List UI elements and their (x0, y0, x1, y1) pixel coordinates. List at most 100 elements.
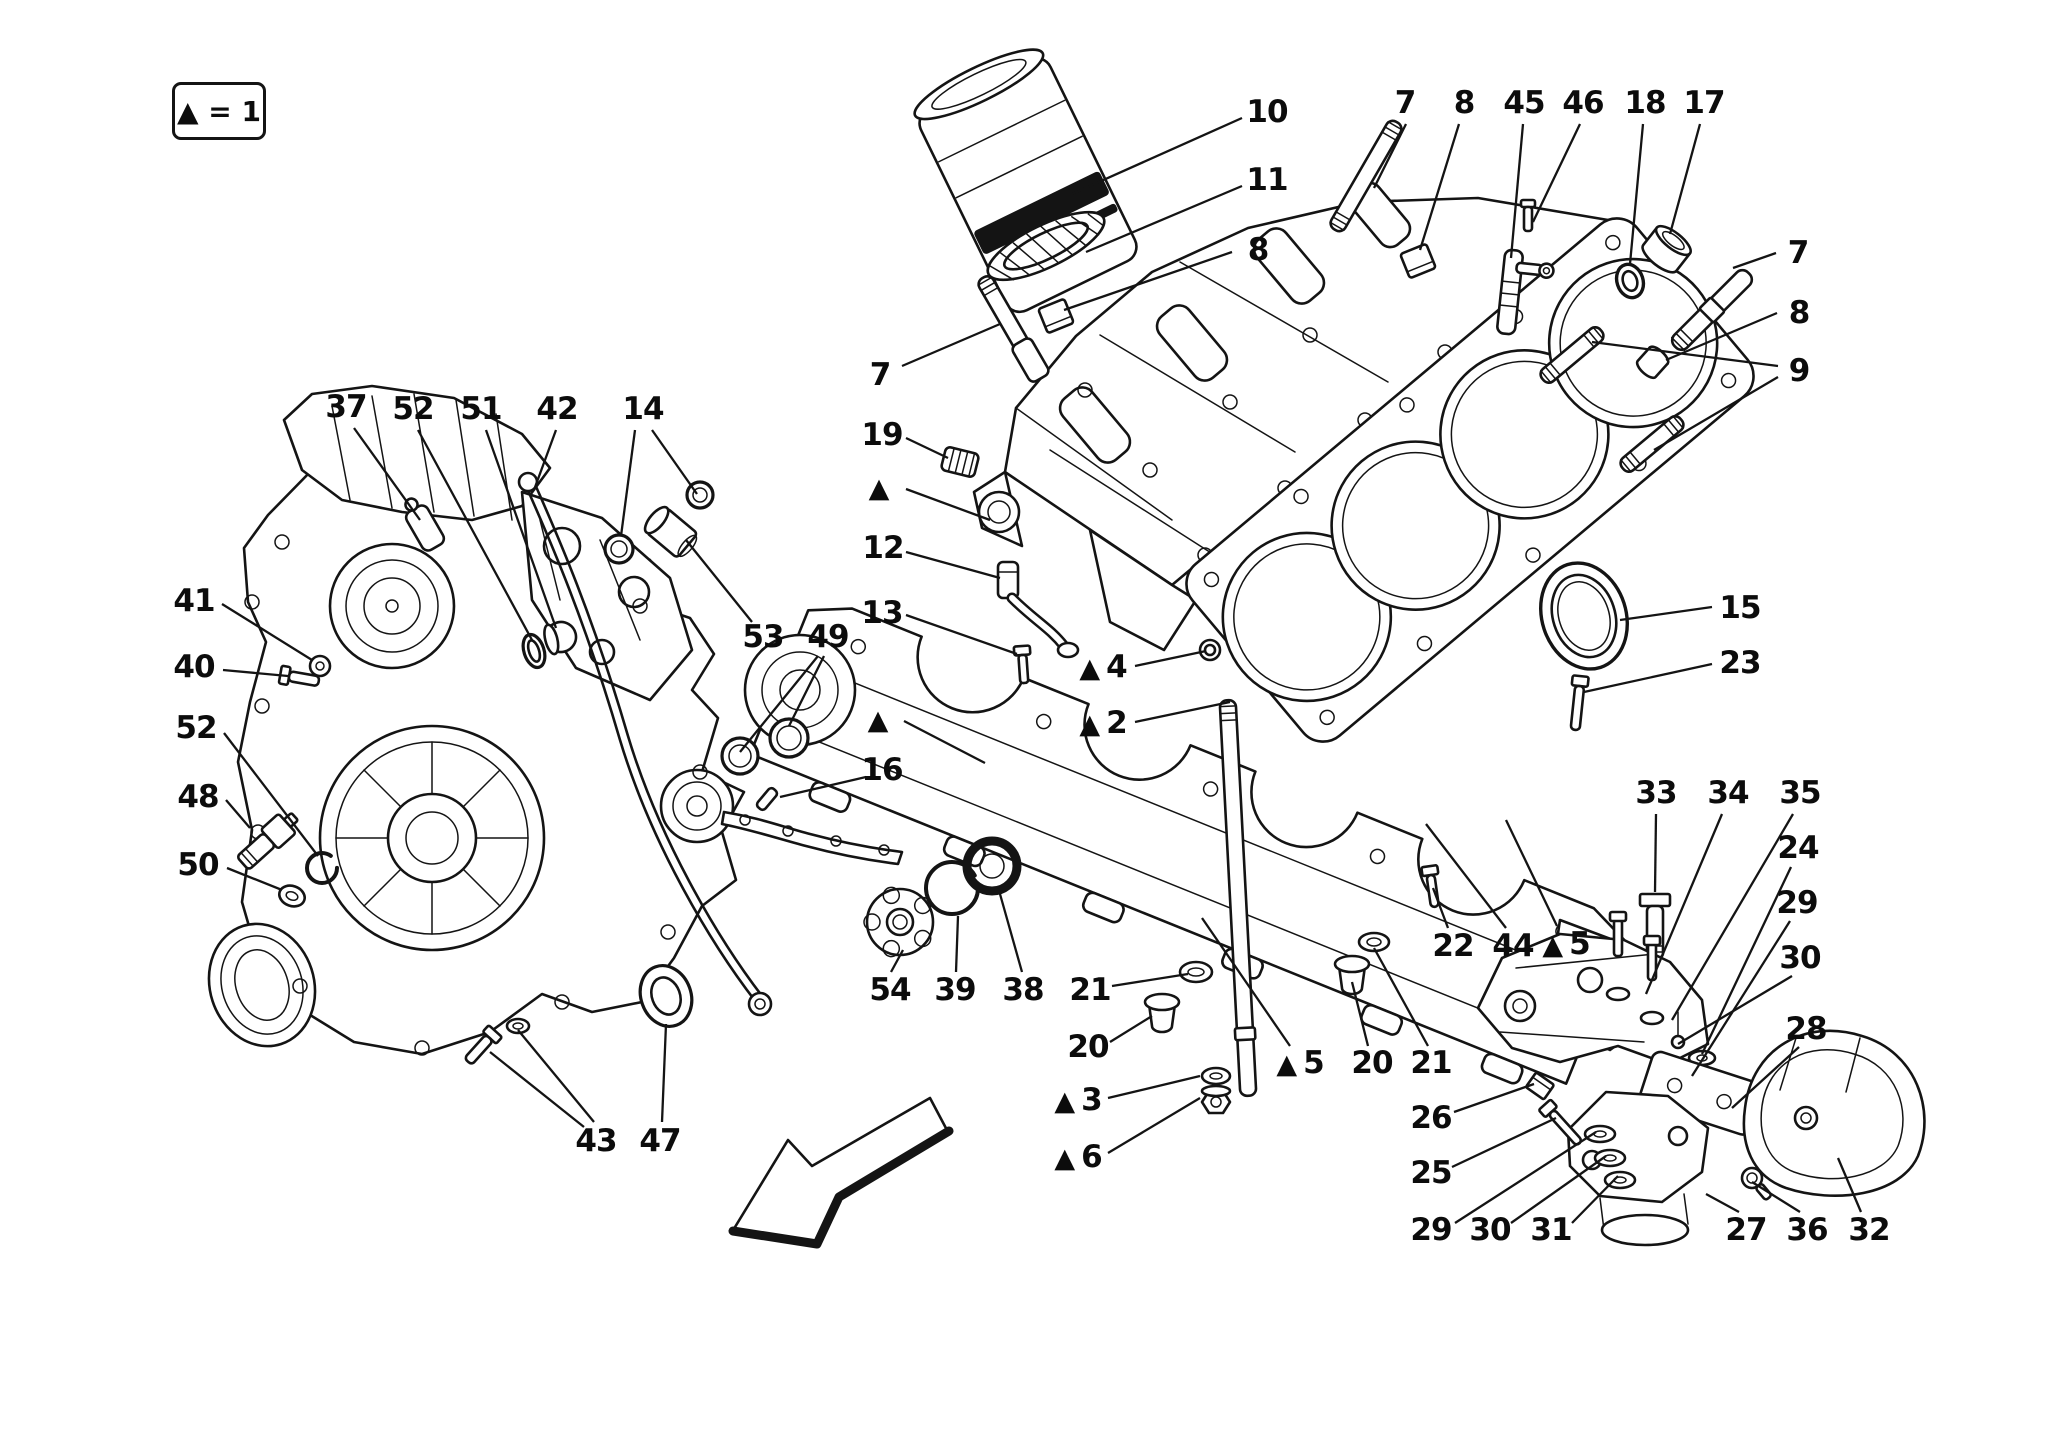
solenoid-37-drawing (404, 497, 446, 552)
leader-line-67 (1751, 1181, 1801, 1213)
leader-line-11 (1665, 311, 1778, 362)
legend-text: ▲ = 1 (177, 94, 261, 128)
bolt-46-drawing (1519, 198, 1537, 233)
leader-line-68 (1836, 1157, 1863, 1213)
leader-line-51 (1504, 819, 1559, 927)
oring-41-drawing (308, 654, 332, 678)
grommet-20-right-drawing (1333, 954, 1371, 996)
leader-line-59 (1677, 975, 1793, 1045)
leader-line-47 (1107, 1074, 1201, 1100)
leader-line-20 (1134, 649, 1207, 668)
stud-7-filter-drawing (977, 275, 1050, 383)
leader-line-9 (1668, 123, 1702, 235)
cap-17-drawing (1641, 224, 1692, 274)
leader-line-66 (1705, 1192, 1740, 1214)
washer-43-drawing (505, 1017, 531, 1035)
leader-line-56 (1671, 813, 1794, 1021)
leader-line-60 (1731, 1046, 1800, 1109)
stud-7-right-drawing (1670, 268, 1754, 352)
leader-line-37 (517, 1029, 595, 1123)
leader-line-2 (1063, 250, 1233, 312)
leader-line-3 (901, 322, 1001, 368)
bolt-43-drawing (464, 1024, 503, 1065)
leader-line-43 (1109, 1015, 1153, 1043)
leader-line-17 (905, 613, 1018, 656)
legend-box: ▲ = 1 (172, 82, 266, 140)
oil-filter-drawing (913, 48, 1138, 334)
engine-mount-rubber-drawing (1566, 1050, 1765, 1247)
leader-line-45 (1350, 981, 1370, 1047)
oil-jet-12-drawing (996, 560, 1080, 659)
leader-line-49 (1431, 887, 1450, 929)
timing-cover-housing-drawing (207, 384, 746, 1056)
leader-line-21 (1134, 700, 1231, 724)
leader-line-55 (1644, 813, 1724, 995)
leader-line-29 (739, 655, 819, 753)
oring-21-left-drawing (1178, 960, 1214, 984)
spacer-8-filter-drawing (1037, 298, 1075, 334)
leader-line-57 (1700, 866, 1793, 1055)
oil-line-tube-drawing (517, 471, 773, 1017)
leader-line-28 (685, 539, 753, 623)
leader-line-23 (416, 429, 534, 641)
snap-ring-52-left-drawing (305, 851, 339, 885)
leader-line-48 (1107, 1097, 1201, 1154)
leader-line-53 (1583, 662, 1713, 694)
direction-arrow (728, 1096, 954, 1249)
plug-51-drawing (543, 620, 578, 656)
oring-4-drawing (1198, 638, 1222, 662)
washer-stack-29-30-31-drawing (1583, 1124, 1637, 1190)
grommet-20-left-drawing (1143, 992, 1181, 1034)
leader-line-5 (1418, 123, 1461, 251)
ring-49b-drawing (768, 717, 810, 759)
ring-49a-drawing (720, 736, 760, 776)
leader-line-65 (1571, 1175, 1619, 1224)
cylinder-block-upper-drawing (972, 181, 1610, 652)
washer-3-drawing (1200, 1066, 1232, 1086)
leader-line-54 (1653, 813, 1658, 893)
leader-line-1 (1085, 184, 1243, 254)
leader-line-62 (1451, 1116, 1557, 1169)
leader-line-38 (660, 1023, 668, 1123)
leader-line-6 (1509, 123, 1525, 259)
leader-line-36 (489, 1051, 585, 1128)
leader-line-63 (1454, 1131, 1597, 1224)
stud-2-drawing (1218, 698, 1258, 1098)
leader-line-16 (905, 550, 1001, 580)
leader-line-19 (779, 775, 867, 799)
leader-line-58 (1691, 920, 1791, 1077)
leader-line-32 (222, 668, 289, 678)
leader-line-34 (225, 799, 251, 829)
leader-line-8 (1628, 123, 1645, 265)
leader-line-22 (353, 427, 421, 521)
leader-line-64 (1510, 1155, 1607, 1224)
seal-38-drawing (962, 836, 1022, 896)
leader-line-42 (1111, 972, 1189, 988)
leader-line-25 (532, 429, 558, 491)
leader-line-7 (1531, 123, 1582, 223)
bolt-13-drawing (1012, 644, 1032, 685)
seal-15-drawing (1539, 561, 1629, 671)
leader-line-61 (1453, 1082, 1535, 1114)
mount-cover-32-drawing (1742, 1029, 1926, 1198)
leader-line-46 (1372, 947, 1430, 1047)
leader-line-50 (1425, 823, 1507, 929)
sensor-45-drawing (1496, 248, 1555, 336)
head-gasket-drawing (1185, 217, 1755, 743)
leader-line-30 (787, 655, 826, 727)
leader-line-31 (221, 603, 313, 661)
bolt-23-drawing (1569, 674, 1590, 732)
leader-line-26 (619, 429, 637, 537)
bolt-25-drawing (1538, 1098, 1583, 1146)
leader-line-14 (905, 436, 949, 460)
leader-line-35 (226, 866, 283, 892)
washer-50-drawing (278, 884, 306, 908)
oring-18-drawing (1614, 262, 1646, 300)
leader-line-0 (1071, 116, 1243, 196)
leader-line-12 (1591, 340, 1779, 368)
leader-line-41 (998, 893, 1024, 973)
leader-line-15 (905, 487, 991, 522)
plug-19-drawing (940, 446, 980, 478)
gasket-strip-16-drawing (720, 786, 904, 866)
